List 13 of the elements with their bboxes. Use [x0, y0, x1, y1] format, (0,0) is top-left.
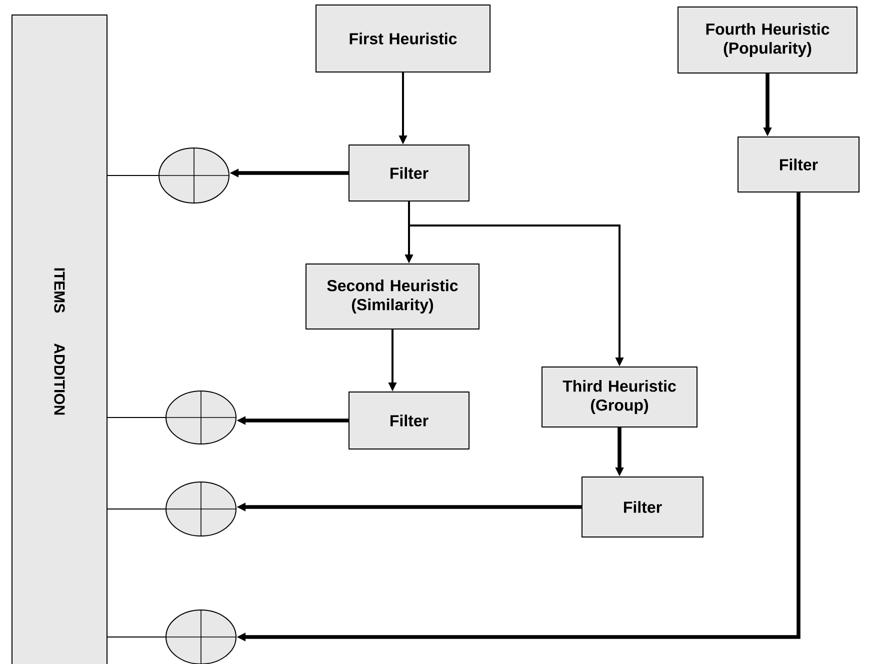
process-box: Filter: [738, 136, 860, 192]
process-box: Fourth Heuristic (Popularity): [678, 6, 858, 74]
summing-junction: [165, 609, 237, 664]
summing-junction: [158, 147, 230, 204]
process-box: First Heuristic: [316, 4, 490, 72]
process-box: Filter: [582, 476, 704, 538]
side-bar: ITEMS ADDITION: [12, 14, 108, 664]
process-box: Second Heuristic (Similarity): [306, 264, 480, 330]
process-box: Filter: [348, 392, 470, 450]
process-box: Filter: [348, 144, 470, 202]
summing-junction: [165, 481, 237, 537]
summing-junction: [165, 390, 237, 445]
process-box: Third Heuristic (Group): [542, 366, 698, 428]
